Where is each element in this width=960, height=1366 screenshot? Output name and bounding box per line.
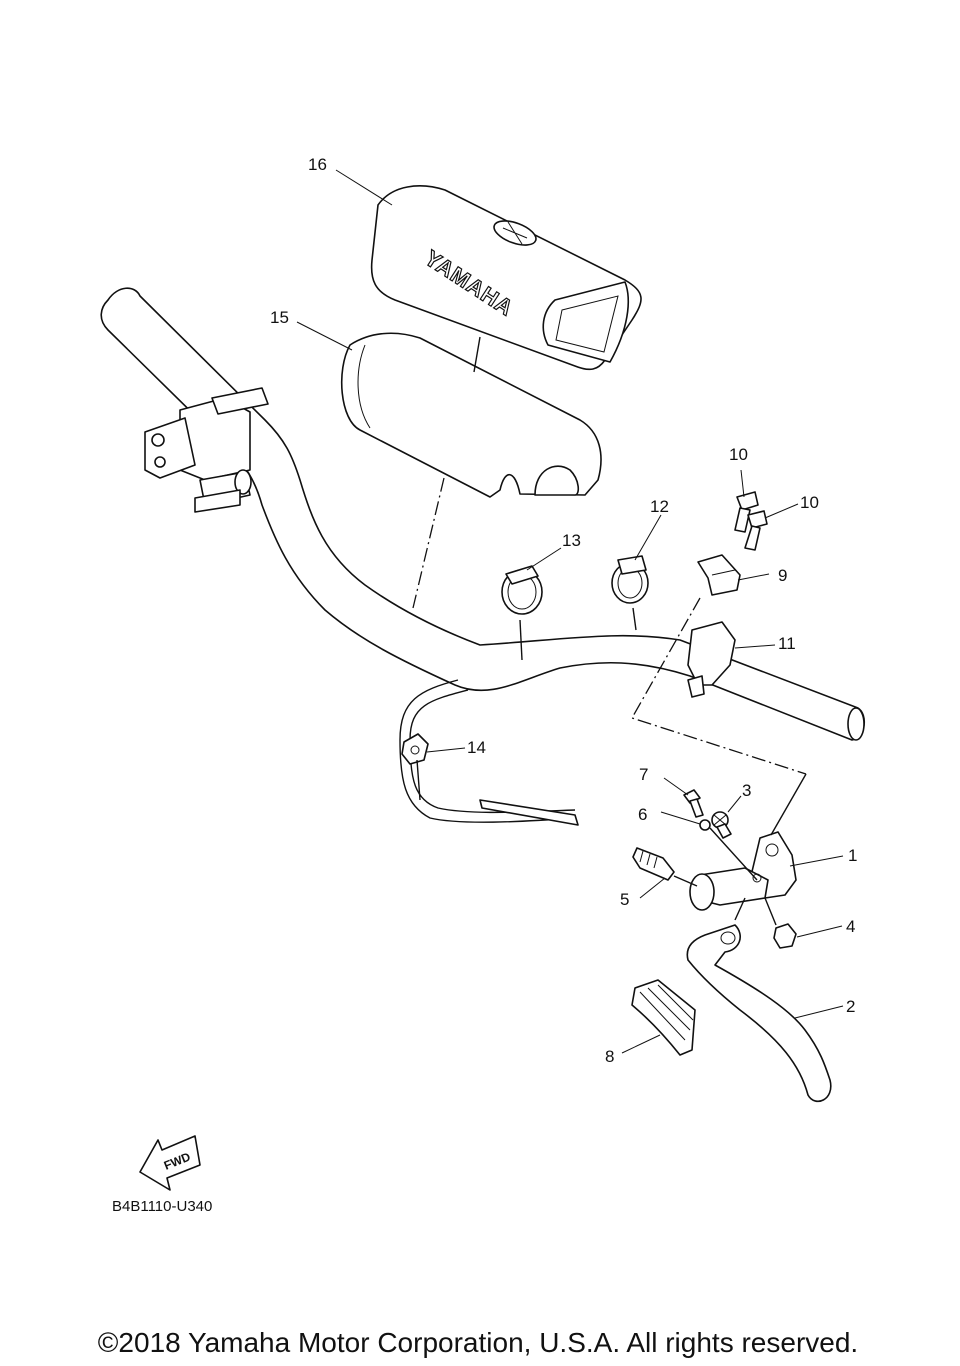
callout-9: 9 (778, 566, 787, 585)
callout-11: 11 (778, 634, 796, 653)
part-9-holder (697, 554, 741, 596)
diagram-code: B4B1110-U340 (112, 1198, 212, 1215)
callout-7: 7 (639, 765, 648, 784)
part-16-pad-cover: YAMAHA (370, 185, 642, 371)
callout-6: 6 (638, 805, 647, 824)
callout-10-right: 10 (800, 493, 819, 512)
callout-2: 2 (846, 997, 855, 1016)
part-10-bolts (734, 491, 768, 551)
clutch-lever-assembly (631, 789, 832, 1103)
callout-14: 14 (467, 738, 486, 757)
part-14-cable (399, 679, 579, 826)
callout-13: 13 (562, 531, 581, 550)
callout-15: 15 (270, 308, 289, 327)
callout-3: 3 (742, 781, 751, 800)
leader-lines (296, 169, 844, 1054)
part-13-band (501, 565, 543, 615)
callout-numbers: 16 15 10 10 12 13 9 11 14 7 3 6 1 5 4 2 … (270, 155, 857, 1066)
callout-1: 1 (848, 846, 857, 865)
part-11-cover (687, 621, 736, 698)
part-12-clamp (611, 555, 649, 604)
callout-8: 8 (605, 1047, 614, 1066)
callout-4: 4 (846, 917, 855, 936)
callout-12: 12 (650, 497, 669, 516)
handlebar (100, 287, 865, 741)
callout-10-top: 10 (729, 445, 748, 464)
fwd-arrow-icon: FWD (139, 1135, 201, 1191)
callout-5: 5 (620, 890, 629, 909)
part-15-foam-pad (340, 332, 602, 498)
assembly-lines (412, 336, 807, 926)
left-switch-clamp (144, 387, 269, 513)
copyright-text: ©2018 Yamaha Motor Corporation, U.S.A. A… (98, 1327, 858, 1358)
callout-16: 16 (308, 155, 327, 174)
